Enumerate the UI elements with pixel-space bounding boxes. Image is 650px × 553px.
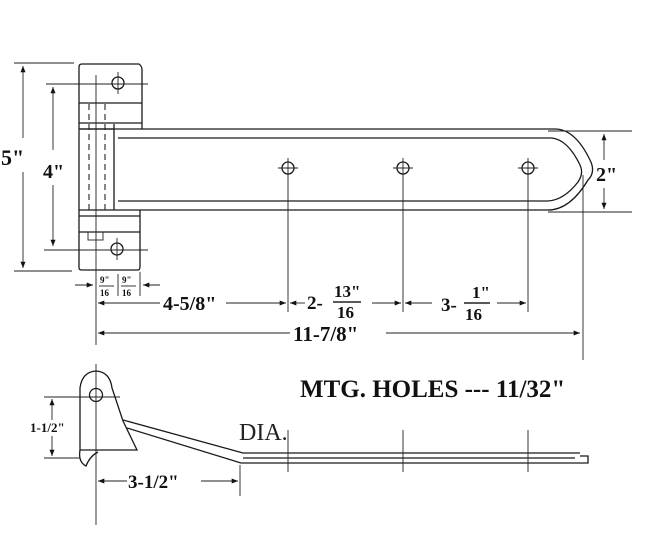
dimension-label: 13" bbox=[334, 282, 360, 301]
dimension-label: 3- bbox=[441, 295, 457, 316]
hole-top-leaf bbox=[46, 72, 148, 94]
hinge-side-view bbox=[78, 364, 589, 525]
dimension-overall-length: 11-7/8" bbox=[98, 175, 584, 360]
dimension-hole-spacing: 4" bbox=[43, 87, 64, 247]
mounting-holes bbox=[44, 72, 538, 312]
hinge-strap bbox=[118, 128, 594, 211]
dim-5in: 5" bbox=[1, 145, 24, 170]
dimension-label: 9" bbox=[100, 275, 110, 285]
dimension-label: 2- bbox=[307, 293, 323, 314]
hole-strap-1 bbox=[278, 158, 298, 312]
dim-4-5-8: 4-5/8" bbox=[163, 293, 216, 315]
hole-strap-2 bbox=[393, 158, 413, 312]
dimension-label: 16 bbox=[122, 288, 132, 298]
dim-11-7-8: 11-7/8" bbox=[293, 322, 358, 346]
dimension-offset-height: 1-1/2" bbox=[30, 396, 120, 459]
dimension-label: 9" bbox=[122, 275, 132, 285]
dim-2in: 2" bbox=[596, 164, 617, 186]
mounting-holes-note: MTG. HOLES --- 11/32" bbox=[300, 376, 565, 403]
dia-note: DIA. bbox=[239, 420, 288, 446]
dimension-label: 16 bbox=[465, 305, 482, 324]
dim-4in: 4" bbox=[43, 161, 64, 183]
dimension-label: 16 bbox=[100, 288, 110, 298]
dimension-label: 1" bbox=[472, 283, 490, 302]
dimension-label: 16 bbox=[337, 303, 354, 322]
dim-1-1-2: 1-1/2" bbox=[30, 420, 65, 435]
dimension-strap-width: 2" bbox=[548, 130, 632, 213]
dimension-pin-offsets: 9" 16 9" 16 bbox=[75, 272, 160, 298]
dim-3-1-2: 3-1/2" bbox=[128, 472, 179, 493]
dimension-offset-length: 3-1/2" bbox=[98, 465, 241, 496]
hole-bottom-leaf bbox=[44, 238, 148, 260]
dimension-overall-height: 5" bbox=[1, 62, 74, 272]
hinge-leaf-plate bbox=[78, 63, 143, 345]
dimension-hole-positions: 4-5/8" 2- 13" 16 3- 1" 16 bbox=[98, 282, 526, 324]
hole-strap-3 bbox=[518, 158, 538, 312]
